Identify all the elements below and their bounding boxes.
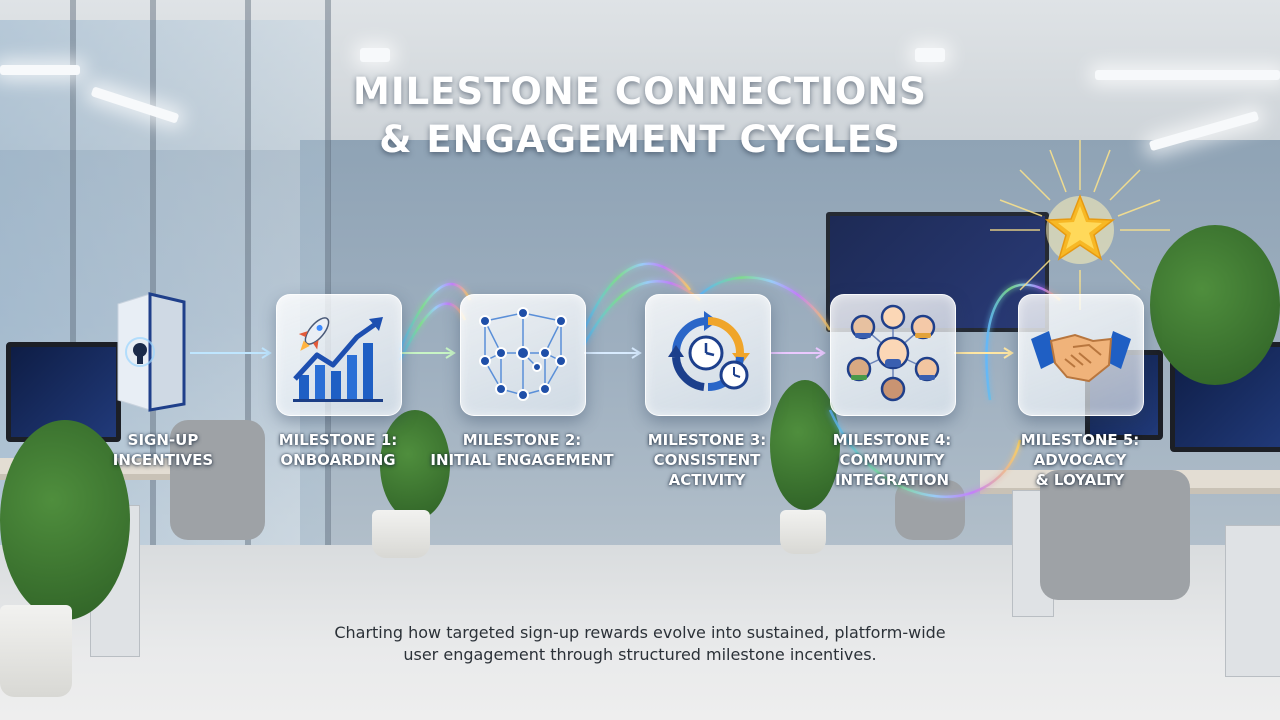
flow-wave: [985, 283, 1061, 401]
label-line: INTEGRATION: [834, 471, 950, 489]
cycle-clock-icon: [668, 311, 750, 392]
connector-arrow: [445, 347, 456, 359]
diagram-caption: Charting how targeted sign-up rewards ev…: [290, 622, 990, 666]
keyhole-door-icon: [117, 292, 186, 412]
handshake-icon: [1031, 331, 1131, 383]
connector-arrow: [1003, 347, 1014, 359]
community-people-icon: [846, 304, 940, 402]
connector-arrow: [261, 347, 272, 359]
plant-pot: [0, 605, 72, 697]
connector-arrow: [815, 347, 826, 359]
flow-wave: [828, 409, 1022, 498]
network-nodes-icon: [479, 307, 567, 401]
label-line: COMMUNITY: [839, 451, 945, 469]
milestone-label-community-integration: MILESTONE 4: COMMUNITY INTEGRATION: [797, 430, 987, 490]
page-title: MILESTONE CONNECTIONS & ENGAGEMENT CYCLE…: [240, 68, 1040, 164]
potted-plant: [380, 410, 450, 520]
label-line: MILESTONE 4:: [832, 431, 952, 449]
label-line: CONSISTENT: [653, 451, 761, 469]
label-line: MILESTONE 3:: [647, 431, 767, 449]
flow-wave: [582, 262, 691, 331]
ceiling-light: [915, 48, 945, 62]
plant-pot: [372, 510, 430, 558]
caption-line: user engagement through structured miles…: [403, 645, 877, 664]
label-line: MILESTONE 2:: [462, 431, 582, 449]
label-line: ADVOCACY: [1033, 451, 1127, 469]
title-line: MILESTONE CONNECTIONS: [353, 70, 927, 113]
ceiling-light: [1095, 70, 1280, 80]
milestone-card-onboarding: [276, 294, 402, 416]
milestone-label-onboarding: MILESTONE 1: ONBOARDING: [243, 430, 433, 470]
title-line: & ENGAGEMENT CYCLES: [379, 118, 901, 161]
flow-wave: [398, 282, 472, 351]
flow-wave: [582, 280, 701, 346]
ceiling-light: [0, 65, 80, 75]
milestone-card-initial-engagement: [460, 294, 586, 416]
label-line: SIGN-UP: [127, 431, 199, 449]
milestone-label-initial-engagement: MILESTONE 2: INITIAL ENGAGEMENT: [427, 430, 617, 470]
caption-line: Charting how targeted sign-up rewards ev…: [334, 623, 946, 642]
label-line: & LOYALTY: [1035, 471, 1125, 489]
office-chair: [1040, 470, 1190, 600]
label-line: ACTIVITY: [668, 471, 746, 489]
milestone-card-consistent-activity: [645, 294, 771, 416]
milestone-card-advocacy-loyalty: [1018, 294, 1144, 416]
potted-plant: [1150, 225, 1280, 385]
gold-star-icon: [990, 140, 1170, 310]
rocket-growth-chart-icon: [293, 317, 383, 402]
label-line: MILESTONE 5:: [1020, 431, 1140, 449]
milestone-label-consistent-activity: MILESTONE 3: CONSISTENT ACTIVITY: [612, 430, 802, 490]
flow-wave: [398, 302, 467, 361]
label-line: INCENTIVES: [112, 451, 214, 469]
glass-mullion: [70, 0, 76, 600]
file-cabinet: [1225, 525, 1280, 677]
plant-pot: [780, 510, 826, 554]
milestone-label-advocacy-loyalty: MILESTONE 5: ADVOCACY & LOYALTY: [985, 430, 1175, 490]
glass-mullion: [245, 0, 251, 600]
label-line: MILESTONE 1:: [278, 431, 398, 449]
connector-arrow: [631, 347, 642, 359]
potted-plant: [0, 420, 130, 620]
milestone-label-sign-up: SIGN-UP INCENTIVES: [68, 430, 258, 470]
office-chair: [170, 420, 265, 540]
label-line: INITIAL ENGAGEMENT: [430, 451, 614, 469]
label-line: ONBOARDING: [280, 451, 396, 469]
potted-plant: [770, 380, 840, 510]
flow-wave: [699, 276, 832, 331]
ceiling-light: [360, 48, 390, 62]
milestone-card-community-integration: [830, 294, 956, 416]
